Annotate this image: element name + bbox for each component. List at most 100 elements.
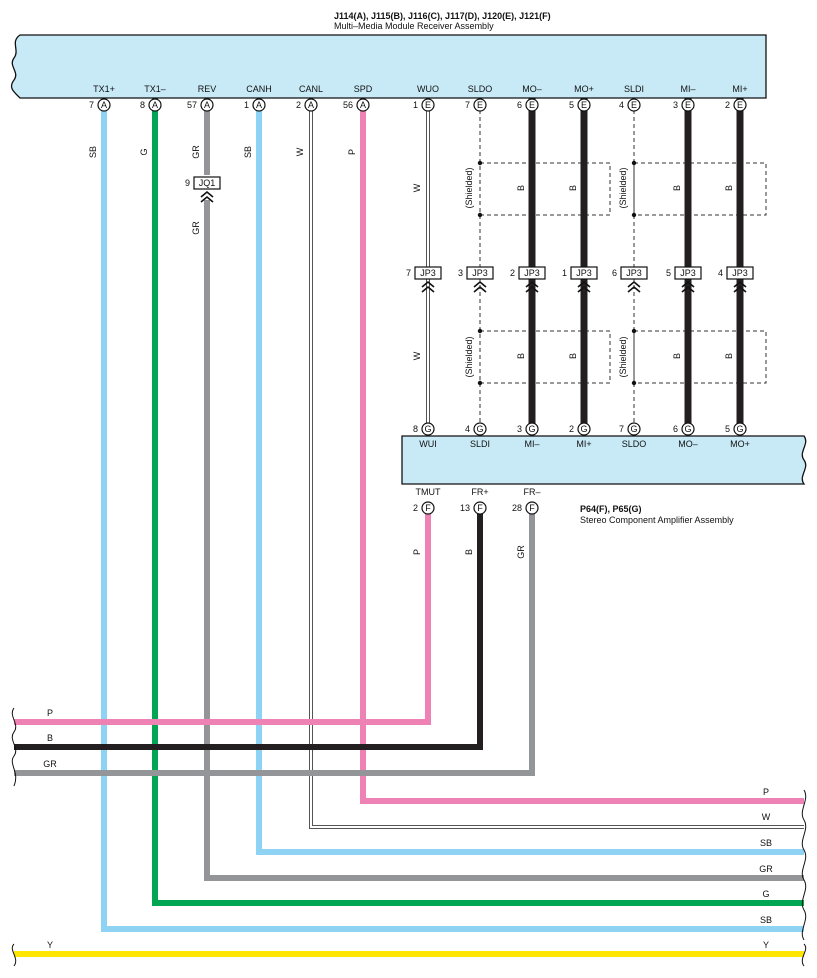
jp3-connector-chevrons	[473, 280, 487, 293]
jp3-connector-pin: 5	[666, 268, 671, 278]
receiver-pin-signal: TX1–	[144, 84, 166, 94]
wire-color-label: B	[464, 549, 474, 555]
right-edge-wire-label: G	[762, 889, 769, 899]
jp3-connector-box	[570, 266, 598, 280]
receiver-pin-letter: E	[631, 100, 637, 110]
amp-bottom-pin-number: 28	[512, 503, 522, 513]
amp-bottom-pin-letter: F	[529, 503, 535, 513]
wire-color-label: P	[347, 149, 357, 155]
jp3-connector-box	[414, 266, 442, 280]
amp-top-pin-signal: WUI	[419, 439, 437, 449]
wire-color-label: G	[139, 148, 149, 155]
receiver-pin-circle	[304, 98, 318, 112]
receiver-pin-signal: CANH	[246, 84, 272, 94]
shield-dot	[477, 160, 483, 166]
amp-top-pin-circle	[577, 422, 591, 436]
wire-color-label: B	[672, 353, 682, 359]
bottom-left-wire-label: Y	[47, 940, 53, 950]
amp-top-pin-number: 5	[725, 424, 730, 434]
receiver-pin-number: 7	[465, 100, 470, 110]
receiver-pin-circle	[733, 98, 747, 112]
amp-top-pin-circle	[681, 422, 695, 436]
receiver-pin-letter: A	[360, 100, 366, 110]
receiver-pins: TX1+A7TX1–A8REVA57CANHA1CANLA2SPDA56WUOE…	[89, 84, 748, 112]
harness-break-marks	[11, 707, 807, 967]
receiver-pin-signal: MO+	[574, 84, 594, 94]
jp3-connector-pin: 3	[458, 268, 463, 278]
wire-sb-tx1plus	[101, 98, 804, 932]
shield-dot	[477, 212, 483, 218]
receiver-pin-signal: MI+	[732, 84, 747, 94]
right-edge-wire-label: W	[762, 812, 771, 822]
receiver-pin-signal: SPD	[354, 84, 373, 94]
receiver-pin-letter: A	[152, 100, 158, 110]
receiver-connector-list: J114(A), J115(B), J116(C), J117(D), J120…	[334, 11, 551, 21]
left-edge-wire-label: GR	[43, 759, 57, 769]
left-edge-wire-label: B	[47, 733, 53, 743]
jp3-connector-chevrons	[681, 280, 695, 293]
wire-w-canl-core	[310, 98, 804, 828]
amp-top-pin-letter: G	[580, 424, 587, 434]
jp3-connector-label: JP3	[732, 268, 748, 278]
receiver-pin-circle	[681, 98, 695, 112]
jp3-connector-pin: 2	[510, 268, 515, 278]
receiver-pin-circle	[627, 98, 641, 112]
amp-bottom-pin-circle	[473, 501, 487, 515]
receiver-pin-number: 8	[140, 100, 145, 110]
receiver-pin-signal: SLDO	[468, 84, 493, 94]
receiver-pin-circle	[577, 98, 591, 112]
amp-bottom-pin-circle	[525, 501, 539, 515]
jp3-connector-chevrons	[577, 280, 591, 293]
receiver-pin-number: 7	[89, 100, 94, 110]
wire-color-label: B	[516, 353, 526, 359]
wire-color-label: B	[724, 185, 734, 191]
receiver-pin-signal: REV	[198, 84, 217, 94]
jp3-connector-box	[674, 266, 702, 280]
amp-top-pin-letter: G	[684, 424, 691, 434]
amp-top-pin-circle	[421, 422, 435, 436]
receiver-pin-number: 3	[673, 100, 678, 110]
receiver-pin-letter: E	[529, 100, 535, 110]
amp-top-pin-number: 8	[413, 424, 418, 434]
wire-color-label: W	[412, 183, 422, 192]
amp-top-pin-number: 6	[673, 424, 678, 434]
receiver-pin-number: 2	[296, 100, 301, 110]
receiver-pin-signal: MO–	[522, 84, 542, 94]
wire-color-label: B	[672, 185, 682, 191]
receiver-pin-letter: A	[204, 100, 210, 110]
amplifier-connector-list: P64(F), P65(G)	[580, 504, 642, 514]
right-edge-wire-label: P	[763, 787, 769, 797]
amp-top-pin-letter: G	[476, 424, 483, 434]
jp3-connector-box	[518, 266, 546, 280]
wire-color-label: W	[412, 351, 422, 360]
amp-top-pin-signal: SLDO	[622, 439, 647, 449]
amp-bottom-pin-circle	[421, 501, 435, 515]
receiver-pin-signal: MI–	[680, 84, 695, 94]
jp3-connector-label: JP3	[576, 268, 592, 278]
jq1-connector-pin: 9	[185, 178, 190, 188]
shielded-label: (Shielded)	[618, 167, 628, 208]
wire-b-frplus	[14, 512, 483, 750]
amp-bottom-pin-letter: F	[477, 503, 483, 513]
jp3-connector-label: JP3	[626, 268, 642, 278]
shield-box-1	[479, 162, 611, 216]
receiver-pin-letter: A	[256, 100, 262, 110]
receiver-pin-letter: A	[308, 100, 314, 110]
receiver-pin-letter: E	[477, 100, 483, 110]
jp3-connector-pin: 7	[406, 268, 411, 278]
receiver-pin-number: 56	[343, 100, 353, 110]
jp3-connector-label: JP3	[524, 268, 540, 278]
wire-g-tx1minus	[152, 98, 804, 906]
receiver-pin-circle	[421, 98, 435, 112]
amp-top-pin-number: 2	[569, 424, 574, 434]
shield-dot	[631, 380, 637, 386]
wire-color-label: GR	[191, 221, 201, 235]
receiver-pin-signal: WUO	[417, 84, 439, 94]
amp-bottom-pin-signal: FR+	[471, 487, 488, 497]
jp3-connector-label: JP3	[680, 268, 696, 278]
jp3-connector-label: JP3	[472, 268, 488, 278]
amp-top-pin-signal: MO+	[730, 439, 750, 449]
bottom-right-wire-label: Y	[763, 940, 769, 950]
